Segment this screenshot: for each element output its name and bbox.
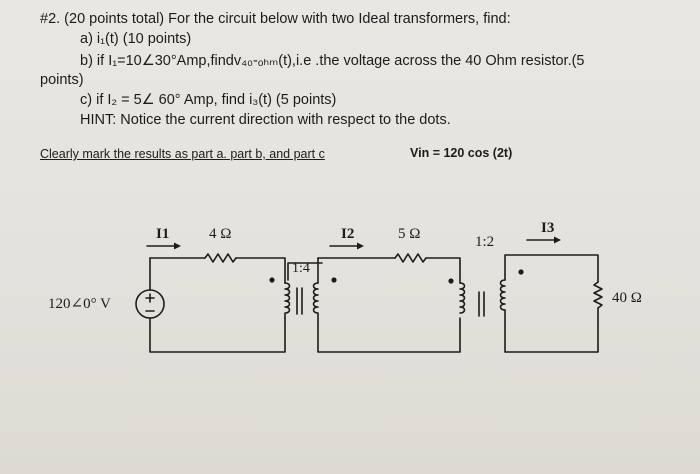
resistor-5ohm <box>394 253 427 263</box>
problem-title: #2. (20 points total) For the circuit be… <box>40 11 511 27</box>
transformer1-ratio: 1:4 <box>292 261 310 276</box>
loop2-top-wire-right <box>425 257 461 284</box>
hint-text: HINT: Notice the current direction with … <box>80 112 451 128</box>
loop1-left-wire-lower <box>149 317 286 353</box>
loop3-wire <box>504 254 599 283</box>
transformer1-secondary-coil <box>312 282 461 353</box>
part-c-text: c) if I₂ = 5∠ 60° Amp, find i₃(t) (5 poi… <box>80 92 337 108</box>
polarity-dot-t1-primary <box>269 277 275 283</box>
transformer1-core <box>296 287 303 315</box>
polarity-dot-t2-secondary <box>518 269 524 275</box>
part-b-continued-text: points) <box>40 72 84 88</box>
transformer2-primary-coil <box>459 282 466 314</box>
transformer2-secondary-coil <box>499 279 506 311</box>
transformer2-ratio: 1:2 <box>475 234 495 250</box>
resistor-4ohm <box>204 253 237 263</box>
vin-equation: Vin = 120 cos (2t) <box>410 146 513 160</box>
ratio-box-1 <box>287 262 323 281</box>
resistor-40ohm <box>593 281 603 309</box>
loop3-wire-lower <box>504 307 599 353</box>
current-label-i1: I1 <box>156 226 170 242</box>
voltage-source <box>135 289 165 319</box>
polarity-dot-t1-secondary <box>331 277 337 283</box>
part-b-text: b) if I₁=10∠30°Amp,findv₄₀-ₒₕₘ(t),i.e .t… <box>80 53 585 69</box>
resistor-label-5ohm: 5 Ω <box>398 226 421 242</box>
mark-results-instruction: Clearly mark the results as part a. part… <box>40 147 325 161</box>
part-a-text: a) i₁(t) (10 points) <box>80 31 192 47</box>
transformer2-core <box>478 291 485 317</box>
resistor-label-4ohm: 4 Ω <box>209 226 232 242</box>
source-label: 120∠0° V <box>48 296 111 312</box>
current-label-i3: I3 <box>541 220 555 236</box>
loop1-top-wire-right <box>235 257 286 284</box>
polarity-dot-t2-primary <box>448 278 454 284</box>
transformer1-primary-coil <box>284 282 291 319</box>
current-label-i2: I2 <box>341 226 355 242</box>
resistor-label-40ohm: 40 Ω <box>612 290 642 306</box>
